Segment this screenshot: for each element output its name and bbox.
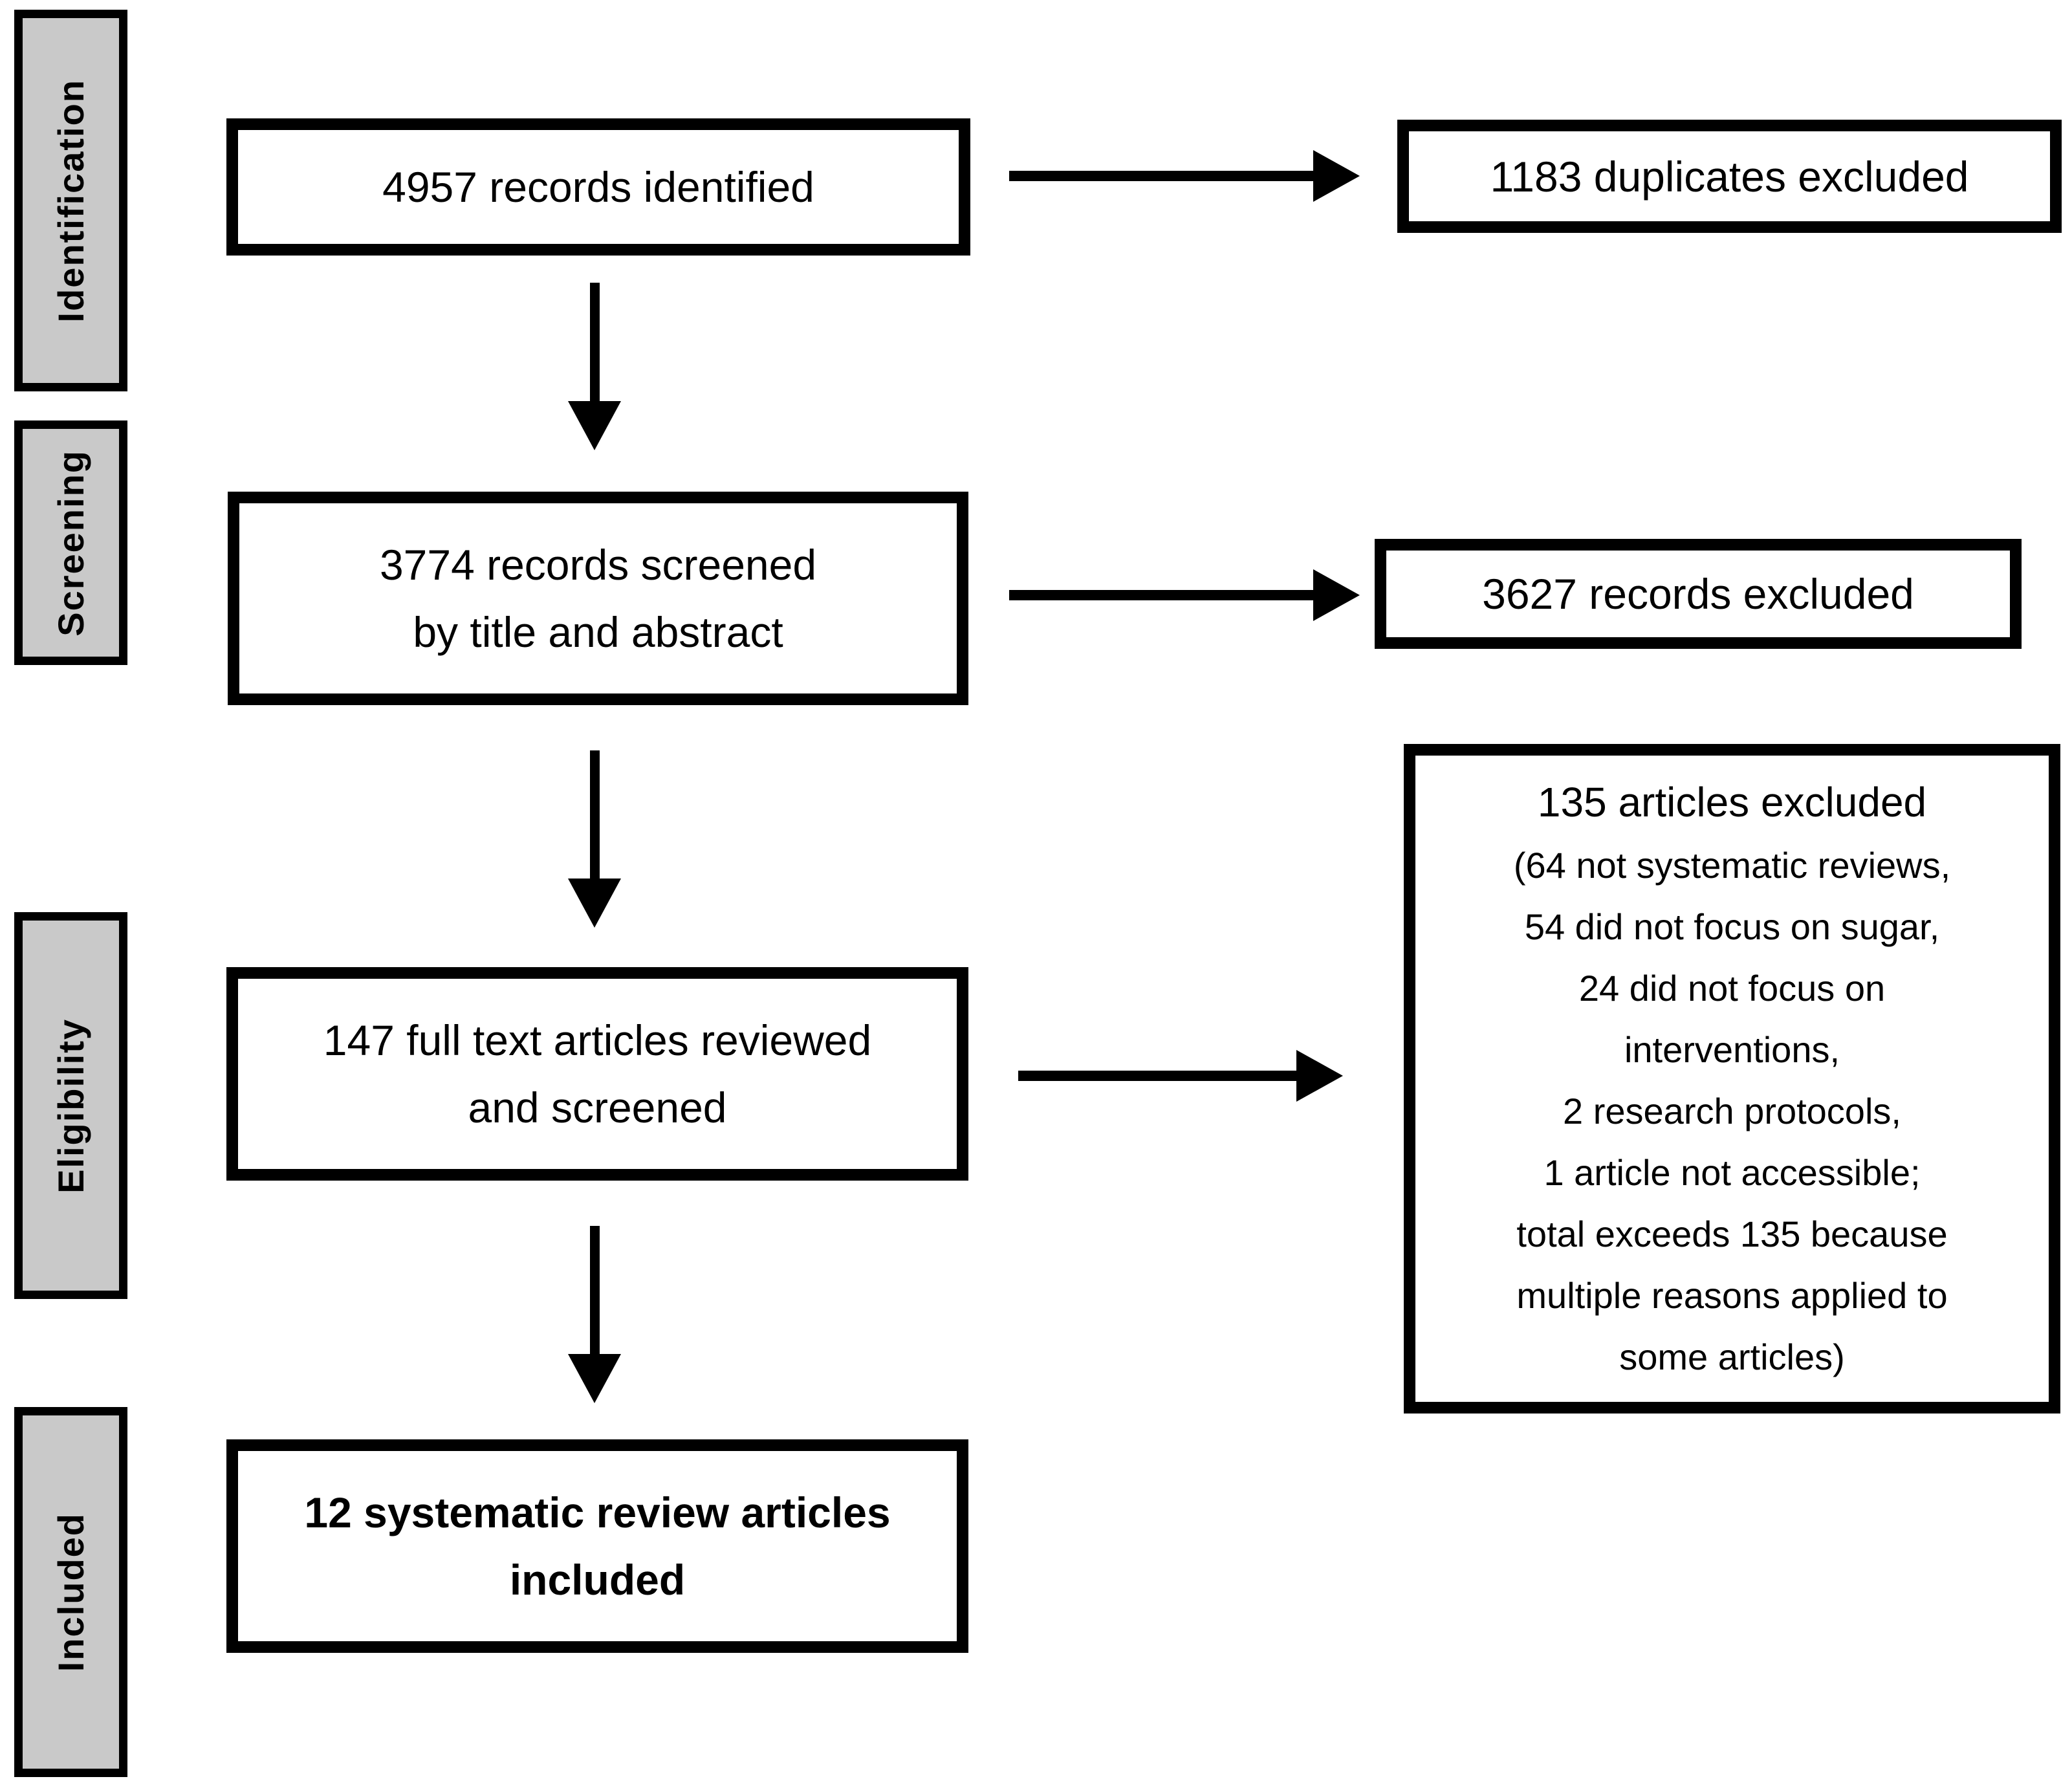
arrow-head-down-icon — [568, 401, 621, 450]
box-articles-excluded-line: 54 did not focus on sugar, — [1524, 906, 1940, 947]
arrow-head-down-icon — [568, 879, 621, 928]
box-articles-excluded-line: (64 not systematic reviews, — [1513, 845, 1951, 886]
arrow-stem — [590, 750, 600, 880]
box-articles-excluded: 135 articles excluded (64 not systematic… — [1404, 744, 2060, 1413]
stage-included: Included — [14, 1407, 127, 1777]
box-records-screened-line2: by title and abstract — [413, 608, 783, 656]
box-articles-excluded-line: multiple reasons applied to — [1516, 1275, 1948, 1316]
arrow-head-down-icon — [568, 1354, 621, 1403]
box-articles-excluded-title: 135 articles excluded — [1537, 779, 1927, 825]
box-articles-excluded-line: interventions, — [1624, 1029, 1840, 1070]
box-included-articles-line1: 12 systematic review articles — [304, 1489, 891, 1536]
box-included-articles-line2: included — [509, 1556, 686, 1604]
arrow-stem — [1018, 1071, 1296, 1081]
arrow-head-right-icon — [1296, 1050, 1343, 1102]
box-records-screened-line1: 3774 records screened — [379, 541, 817, 589]
box-records-excluded-text: 3627 records excluded — [1482, 570, 1914, 618]
box-duplicates-excluded-text: 1183 duplicates excluded — [1490, 152, 1969, 201]
box-duplicates-excluded: 1183 duplicates excluded — [1397, 120, 2062, 233]
arrow-head-right-icon — [1313, 150, 1360, 202]
arrow-stem — [1009, 171, 1313, 181]
box-articles-excluded-line: 24 did not focus on — [1578, 968, 1886, 1009]
arrow-stem — [590, 1226, 600, 1355]
box-records-identified: 4957 records identified — [226, 118, 970, 256]
box-articles-excluded-line: 1 article not accessible; — [1543, 1152, 1921, 1193]
box-articles-excluded-line: total exceeds 135 because — [1516, 1214, 1948, 1254]
stage-identification: Identification — [14, 10, 127, 391]
box-records-screened: 3774 records screened by title and abstr… — [228, 492, 968, 705]
stage-eligibility: Eligibility — [14, 912, 127, 1299]
box-records-identified-text: 4957 records identified — [382, 163, 814, 211]
stage-included-label: Included — [50, 1512, 91, 1672]
box-included-articles: 12 systematic review articles included — [226, 1439, 968, 1653]
box-articles-excluded-line: some articles) — [1619, 1337, 1845, 1377]
arrow-head-right-icon — [1313, 569, 1360, 621]
arrow-stem — [1009, 590, 1313, 600]
box-fulltext-reviewed-line1: 147 full text articles reviewed — [323, 1016, 872, 1064]
box-fulltext-reviewed-line2: and screened — [468, 1084, 727, 1131]
box-fulltext-reviewed: 147 full text articles reviewed and scre… — [226, 967, 968, 1181]
box-records-excluded: 3627 records excluded — [1375, 539, 2022, 649]
stage-screening: Screening — [14, 420, 127, 665]
stage-identification-label: Identification — [50, 78, 91, 323]
stage-screening-label: Screening — [50, 449, 91, 637]
box-articles-excluded-line: 2 research protocols, — [1563, 1091, 1901, 1131]
stage-eligibility-label: Eligibility — [50, 1018, 91, 1194]
arrow-stem — [590, 283, 600, 402]
